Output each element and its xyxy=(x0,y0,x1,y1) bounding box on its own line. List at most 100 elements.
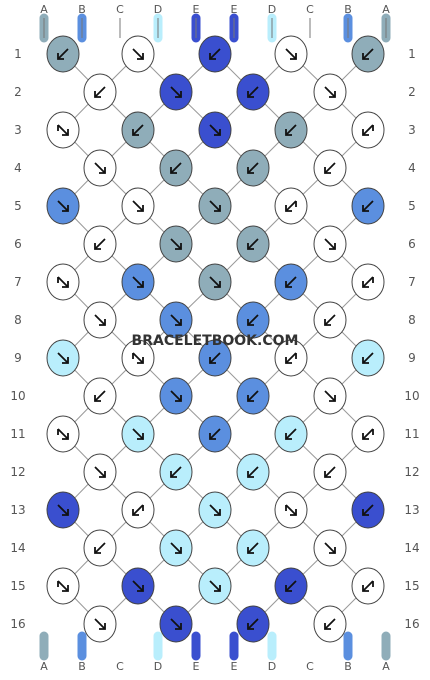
arrow-head xyxy=(62,205,69,212)
arrow-head xyxy=(99,167,106,174)
arrow-shaft xyxy=(247,238,259,250)
knot-D xyxy=(159,453,193,491)
arrow-shaft xyxy=(132,504,144,516)
arrow-head xyxy=(285,585,292,592)
arrow-shaft xyxy=(57,504,69,516)
arrow-head xyxy=(94,547,101,554)
arrow-head xyxy=(285,433,292,440)
strand-label-top: E xyxy=(193,3,200,16)
arrow-head xyxy=(62,509,69,516)
arrow-head xyxy=(247,471,254,478)
arrow-shaft xyxy=(94,466,106,478)
arrow-shaft xyxy=(209,200,221,212)
row-number-right: 7 xyxy=(408,275,416,289)
knot-A xyxy=(159,149,193,187)
arrow-shaft xyxy=(324,238,336,250)
arrow-shaft xyxy=(285,352,297,364)
arrow-shaft xyxy=(209,580,221,592)
arrow-shaft xyxy=(324,618,336,630)
row-number-right: 13 xyxy=(404,503,419,517)
knot-C xyxy=(121,187,155,225)
knot-C xyxy=(83,301,117,339)
row-number-left: 3 xyxy=(14,123,22,137)
strand-label-top: C xyxy=(306,3,314,16)
knot-C xyxy=(274,339,308,377)
knot-C xyxy=(351,111,385,149)
arrow-head xyxy=(214,205,221,212)
arrow-head xyxy=(137,433,144,440)
arrow-head xyxy=(62,129,69,136)
knot-D xyxy=(236,453,270,491)
knot-B xyxy=(198,339,232,377)
knot-C xyxy=(274,35,308,73)
arrow-shaft xyxy=(362,504,374,516)
row-number-right: 3 xyxy=(408,123,416,137)
arrow-head xyxy=(62,281,69,288)
arrow-shaft xyxy=(362,124,374,136)
arrow-head xyxy=(362,357,369,364)
arrow-head xyxy=(362,205,369,212)
knot-C xyxy=(83,73,117,111)
arrow-head xyxy=(247,395,254,402)
arrow-shaft xyxy=(94,618,106,630)
arrow-shaft xyxy=(324,314,336,326)
arrow-head xyxy=(324,167,331,174)
arrow-head xyxy=(209,357,216,364)
knot-B xyxy=(236,377,270,415)
arrow-head xyxy=(94,243,101,250)
arrow-shaft xyxy=(132,48,144,60)
arrow-head xyxy=(329,243,336,250)
arrow-head xyxy=(137,205,144,212)
row-number-right: 4 xyxy=(408,161,416,175)
knot-A xyxy=(159,225,193,263)
knot-B xyxy=(159,301,193,339)
strand-label-bottom: D xyxy=(154,660,162,673)
arrow-head xyxy=(62,585,69,592)
arrow-head xyxy=(99,623,106,630)
knot-D xyxy=(46,339,80,377)
knot-A xyxy=(236,149,270,187)
arrow-shaft xyxy=(362,200,374,212)
knot-C xyxy=(46,263,80,301)
knot-C xyxy=(313,453,347,491)
arrow-head xyxy=(209,53,216,60)
arrow-shaft xyxy=(209,276,221,288)
row-number-right: 9 xyxy=(408,351,416,365)
strand-label-top: E xyxy=(231,3,238,16)
arrow-head xyxy=(285,205,292,212)
arrow-shaft xyxy=(94,238,106,250)
knot-E xyxy=(236,73,270,111)
knot-A xyxy=(236,225,270,263)
knot-D xyxy=(121,415,155,453)
arrow-head xyxy=(247,91,254,98)
arrow-shaft xyxy=(362,428,374,440)
row-number-right: 8 xyxy=(408,313,416,327)
knot-B xyxy=(236,301,270,339)
arrow-shaft xyxy=(362,48,374,60)
arrow-head xyxy=(175,395,182,402)
arrow-shaft xyxy=(132,580,144,592)
arrow-head xyxy=(247,547,254,554)
knot-E xyxy=(274,567,308,605)
row-number-right: 11 xyxy=(404,427,419,441)
arrow-head xyxy=(285,129,292,136)
row-number-right: 16 xyxy=(404,617,419,631)
arrow-shaft xyxy=(285,124,297,136)
arrow-shaft xyxy=(247,618,259,630)
row-number-left: 6 xyxy=(14,237,22,251)
arrow-shaft xyxy=(94,162,106,174)
row-number-right: 2 xyxy=(408,85,416,99)
arrow-head xyxy=(175,623,182,630)
arrow-shaft xyxy=(57,124,69,136)
arrow-head xyxy=(290,509,297,516)
arrow-shaft xyxy=(247,542,259,554)
arrow-shaft xyxy=(324,390,336,402)
row-number-left: 7 xyxy=(14,275,22,289)
arrow-head xyxy=(362,129,369,136)
knot-E xyxy=(121,567,155,605)
row-number-left: 16 xyxy=(10,617,25,631)
arrow-shaft xyxy=(324,162,336,174)
arrow-shaft xyxy=(57,276,69,288)
arrow-head xyxy=(132,509,139,516)
arrow-shaft xyxy=(362,580,374,592)
